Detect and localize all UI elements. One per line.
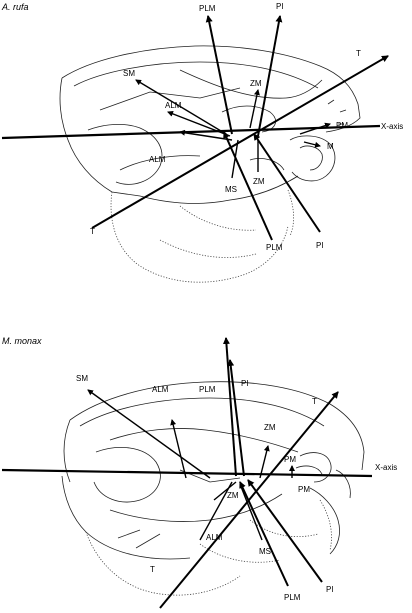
label-zm-bottom-a-rufa: ZM [253, 177, 265, 186]
vector-sm-m-monax [87, 389, 211, 479]
label-t-bottom-a-rufa: T [90, 227, 95, 236]
muscle-labels-m-monax: SM ALM PLM PI T ZM PM PM ZM ALM MS T PLM… [76, 374, 334, 602]
vector-alm-lower-m-monax [199, 481, 233, 541]
label-pm-a-rufa: PM [336, 121, 348, 130]
label-sm-m-monax: SM [76, 374, 88, 383]
vector-pm-a-rufa [299, 122, 331, 135]
vector-t-a-rufa [91, 55, 389, 229]
x-axis-label-m-monax: X-axis [375, 463, 397, 472]
skull-drawing-m-monax [61, 381, 365, 596]
vector-ms-m-monax [239, 483, 263, 541]
label-sm-a-rufa: SM [123, 69, 135, 78]
label-pm-bottom-m-monax: PM [298, 485, 310, 494]
label-plm-bottom-a-rufa: PLM [266, 243, 283, 252]
label-alm-top-m-monax: ALM [152, 385, 169, 394]
panel-title-a-rufa: A. rufa [1, 2, 29, 12]
muscle-vectors-a-rufa [91, 15, 389, 241]
label-ms-a-rufa: MS [225, 185, 237, 194]
vector-pi-lower-a-rufa [253, 133, 321, 233]
x-axis-line-a-rufa [1, 124, 381, 140]
label-t-top-m-monax: T [312, 397, 317, 406]
vector-alm-upper-a-rufa [167, 111, 231, 137]
label-plm-top-a-rufa: PLM [199, 4, 216, 13]
label-pm-top-m-monax: PM [284, 455, 296, 464]
vector-pi-m-monax [227, 359, 245, 477]
vector-plm-a-rufa [205, 15, 233, 135]
label-alm-top-a-rufa: ALM [165, 101, 182, 110]
skull-drawing-a-rufa [59, 45, 361, 283]
label-t-top-a-rufa: T [356, 49, 361, 58]
vector-alm-upper-m-monax [170, 419, 187, 479]
vector-zm-upper-a-rufa [249, 89, 260, 129]
label-t-bottom-m-monax: T [150, 565, 155, 574]
label-pi-top-m-monax: PI [241, 379, 249, 388]
label-pi-top-a-rufa: PI [276, 2, 284, 11]
label-ms-m-monax: MS [259, 547, 271, 556]
x-axis-line-m-monax [1, 468, 373, 478]
vector-pi-lower-m-monax [247, 479, 323, 583]
label-zm-bottom-m-monax: ZM [227, 491, 239, 500]
vector-zm-lower-m-monax [213, 481, 237, 501]
label-zm-top-m-monax: ZM [264, 423, 276, 432]
panel-a-rufa: A. rufa X-axis [1, 2, 403, 283]
panel-m-monax: M. monax X-axis [1, 336, 397, 609]
label-zm-top-a-rufa: ZM [250, 79, 262, 88]
x-axis-label-a-rufa: X-axis [381, 122, 403, 131]
panel-title-m-monax: M. monax [2, 336, 42, 346]
label-pi-bottom-a-rufa: PI [316, 241, 324, 250]
label-plm-top-m-monax: PLM [199, 385, 216, 394]
vector-m-a-rufa [303, 141, 321, 148]
label-alm-bottom-m-monax: ALM [206, 533, 223, 542]
label-pi-bottom-m-monax: PI [326, 585, 334, 594]
vector-plm-lower-a-rufa [223, 131, 273, 241]
label-plm-bottom-m-monax: PLM [284, 593, 301, 602]
label-m-a-rufa: M [327, 142, 334, 151]
muscle-vectors-m-monax [87, 337, 339, 609]
vector-plm-m-monax [222, 337, 237, 477]
label-alm-bottom-a-rufa: ALM [149, 155, 166, 164]
vector-sm-a-rufa [135, 79, 227, 135]
vector-plm-lower-m-monax [239, 481, 289, 587]
muscle-labels-a-rufa: PLM PI T SM ZM ALM PM ALM MS ZM M T PLM … [90, 2, 361, 252]
vector-pi-a-rufa [257, 15, 283, 137]
vector-zm-upper-m-monax [259, 445, 270, 479]
